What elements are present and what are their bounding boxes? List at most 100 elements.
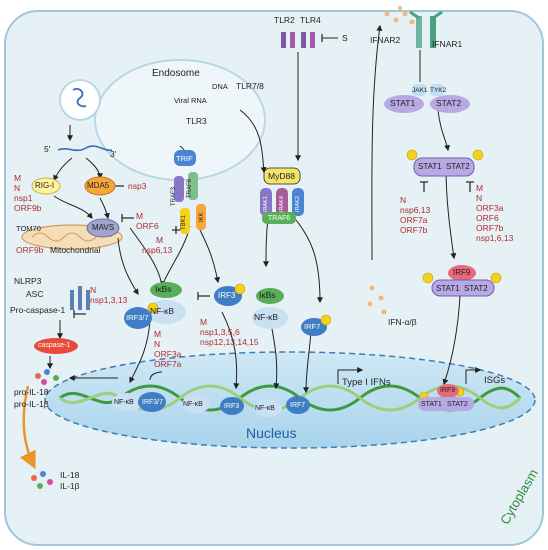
caspase-cleavage-arrow [19, 385, 36, 470]
traf6-label: TRAF6 [187, 178, 193, 198]
phosphate-markers [147, 149, 502, 401]
stat-inhibitor-left-1: N [400, 195, 407, 205]
il-particles-mature [31, 471, 53, 489]
rig-inhibitor-2: N [14, 183, 21, 193]
il-particles-pro [35, 369, 59, 385]
s-protein-label: S [342, 33, 348, 43]
nfkb-inhibitor-3: ORF3a [154, 349, 182, 359]
trif-label: TRIF [176, 154, 193, 163]
mitochondrial-label: Mitochondrial [50, 245, 101, 255]
caspase-shape [34, 338, 78, 354]
il1b-label: IL-1β [60, 481, 80, 491]
nfkb-shape-2 [252, 307, 288, 329]
tlr4-receptor [301, 32, 315, 48]
stat2-shape-top [430, 95, 470, 113]
irf9-label: IRF9 [453, 268, 471, 277]
stat-inhibitor-left-4: ORF7b [400, 225, 428, 235]
ikbs-shape-2 [256, 288, 284, 304]
ifn-particles-top [384, 6, 415, 25]
irak2-label: IRAK2 [295, 196, 301, 212]
rig-inhibitor-1: M [14, 173, 22, 183]
stat-inhibitor-right-3: ORF3a [476, 203, 504, 213]
nlrp3-label: NLRP3 [14, 276, 42, 286]
pro-il1b-label: pro-IL-1β [14, 399, 49, 409]
nucleus-nfkb-1: NF-κB [114, 399, 134, 406]
nucleus-stat1: STAT1 [421, 401, 442, 408]
irf3-shape [214, 286, 242, 306]
nfkb-inhibitor-2: N [154, 339, 161, 349]
stat-inhibitor-right-5: ORF7b [476, 223, 504, 233]
irf3-label: IRF3 [218, 291, 236, 300]
nlrp3-inhibitor-2: nsp1,3,13 [90, 295, 128, 305]
type1-ifns-label: Type I IFNs [342, 377, 391, 388]
irak-shapes [260, 188, 304, 216]
mavs-shape [86, 218, 120, 238]
traf3-shape [174, 176, 184, 202]
tyk2-shape [430, 84, 444, 96]
rig-inhibitor-3: nsp1 [14, 193, 33, 203]
stat2-isgf3-label: STAT2 [464, 284, 488, 293]
nucleus-irf9: IRF9 [440, 387, 456, 394]
ifnar2-label: IFNAR2 [370, 35, 401, 45]
nucleus-stat2: STAT2 [447, 401, 468, 408]
nucleus-irf7: IRF7 [290, 402, 306, 409]
tbk1-shape [180, 208, 190, 234]
stat-dimer-shape [413, 157, 475, 177]
ifn-ab-label: IFN-α/β [388, 317, 417, 327]
stat1-shape-top [384, 95, 424, 113]
irf7-shape [301, 318, 327, 336]
nfkb-label-1: NF-κB [150, 306, 175, 316]
ifnar1-label: IFNAR1 [432, 39, 463, 49]
mavs-inhibitor-1: M [136, 211, 144, 221]
stat1-isgf3-label: STAT1 [436, 284, 460, 293]
stat-inhibitor-left-3: ORF7a [400, 215, 428, 225]
rna-strand [57, 145, 113, 152]
nucleus-nfkb-3: NF-κB [255, 405, 275, 412]
ifn-particles-mid [367, 285, 387, 315]
tom70-inhibitor: ORF9b [16, 245, 44, 255]
ikbs-label-2: IκBs [259, 290, 276, 300]
mavs-label: MAVS [92, 223, 115, 232]
tlr78-label: TLR7/8 [236, 81, 264, 91]
ikk-shape [196, 204, 206, 230]
tlr3-label: TLR3 [186, 116, 207, 126]
stat-inhibitor-right-2: N [476, 193, 483, 203]
tlr2-label: TLR2 [274, 15, 295, 25]
irf3-inhibitor-1: M [200, 317, 208, 327]
nfkb-inhibitor-1: M [154, 329, 162, 339]
asc-label: ASC [26, 289, 44, 299]
stat1-dimer-label: STAT1 [418, 162, 442, 171]
myd88-shape [263, 167, 301, 185]
irf3-inhibitor-2: nsp1,3,5,6 [200, 327, 240, 337]
traf6b-label: TRAF6 [268, 215, 291, 222]
viral-vesicle [59, 79, 101, 121]
nfkb-label-2: NF-κB [254, 312, 279, 322]
nucleus-nfkb-2: NF-κB [183, 401, 203, 408]
stat1-label-top: STAT1 [390, 98, 416, 108]
nucleus-factors [112, 384, 474, 417]
irf3-inhibitor-3: nsp12,13,14,15 [200, 337, 259, 347]
irf7-label: IRF7 [304, 322, 321, 331]
stat-inhibitor-left-2: nsp6,13 [400, 205, 431, 215]
viral-rna-label: Viral RNA [174, 96, 207, 105]
mda5-inhibitor: nsp3 [128, 181, 147, 191]
nfkb-inhibitor-4: ORF7a [154, 359, 182, 369]
tlr4-label: TLR4 [300, 15, 321, 25]
traf6b-shape [262, 212, 296, 224]
jak1-shape [412, 84, 426, 96]
stat-inhibitor-right-1: M [476, 183, 484, 193]
traf6-shape [188, 172, 198, 200]
il18-label: IL-18 [60, 470, 80, 480]
ifnar-receptor [409, 10, 443, 48]
trif-shape [174, 150, 196, 166]
jak1-label: JAK1 [412, 87, 428, 94]
isgf3-shape [431, 265, 495, 297]
mda5-shape [84, 176, 116, 196]
dna-label: DNA [212, 82, 228, 91]
tbk1-label: TBK1 [181, 214, 187, 230]
tlr2-receptor [281, 32, 295, 48]
nucleus-label: Nucleus [246, 425, 297, 441]
traf3-label: TRAF3 [171, 186, 177, 206]
endosome-label: Endosome [152, 68, 200, 79]
